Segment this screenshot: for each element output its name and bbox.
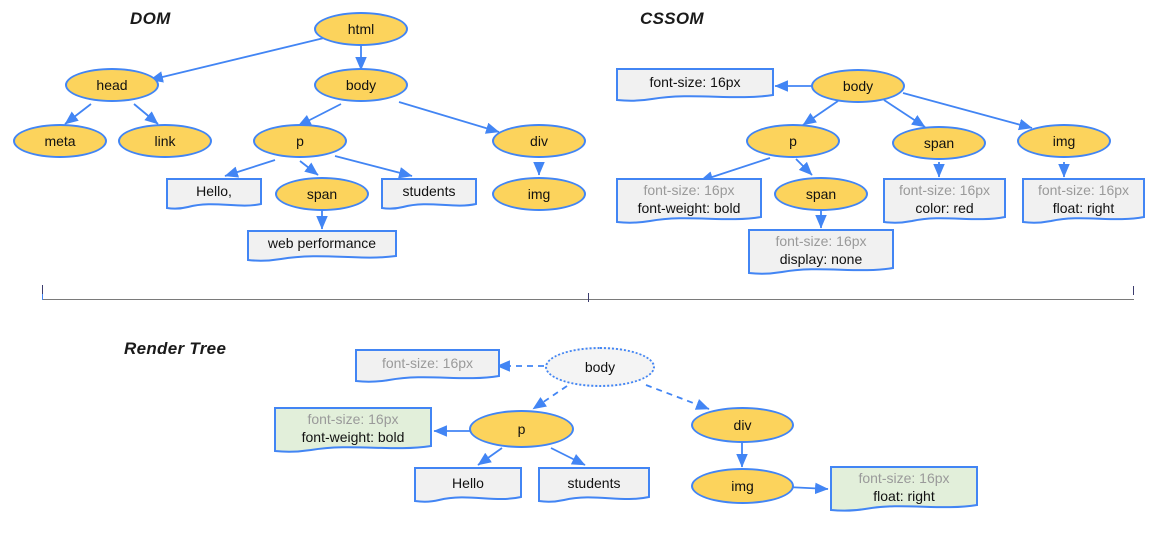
node-label: div xyxy=(530,133,548,149)
dom-node-body[interactable]: body xyxy=(314,68,408,102)
edge-rp-hello xyxy=(477,447,503,466)
section-title-cssom: CSSOM xyxy=(640,9,704,28)
edge-cbody-p xyxy=(802,100,839,126)
render-node-p[interactable]: p xyxy=(469,410,574,448)
node-label: body xyxy=(584,359,616,375)
rule-line-1: font-size: 16px xyxy=(775,233,867,250)
rule-line-2: color: red xyxy=(915,199,974,216)
rule-line-2: float: right xyxy=(1052,199,1115,216)
dom-text-web-performance[interactable]: web performance xyxy=(247,230,397,263)
divider-handle-left-accent[interactable] xyxy=(42,294,43,300)
edge-body-p xyxy=(297,103,342,127)
rule-line-1: font-size: 16px xyxy=(643,182,735,199)
dom-node-div[interactable]: div xyxy=(492,124,586,158)
rule-line-1: font-size: 16px xyxy=(1037,182,1130,199)
rule-line-1: font-size: 16px xyxy=(898,182,991,199)
rule-line-2: font-weight: bold xyxy=(637,199,741,216)
dom-text-hello[interactable]: Hello, xyxy=(166,178,262,211)
cssom-rules-span-1[interactable]: font-size: 16px color: red xyxy=(883,178,1006,226)
node-label: p xyxy=(517,421,526,437)
rule-line-1: font-size: 16px xyxy=(858,470,950,487)
rule-line-2: display: none xyxy=(779,250,863,267)
render-node-img[interactable]: img xyxy=(691,468,794,504)
cssom-node-body[interactable]: body xyxy=(811,69,905,103)
box-label: Hello xyxy=(452,474,484,491)
node-label: p xyxy=(789,133,797,149)
render-rules-img[interactable]: font-size: 16px float: right xyxy=(830,466,978,514)
edge-html-head xyxy=(149,37,325,83)
cssom-rules-body[interactable]: font-size: 16px xyxy=(616,68,774,103)
edge-p-students xyxy=(334,155,413,179)
edge-p-hello xyxy=(224,159,276,178)
divider-handle-left[interactable] xyxy=(42,285,43,294)
node-label: span xyxy=(923,135,955,151)
edge-rbody-p xyxy=(532,385,568,410)
edge-rbody-div xyxy=(645,384,710,410)
node-label: img xyxy=(731,478,754,494)
node-label: head xyxy=(96,77,128,93)
cssom-rules-p[interactable]: font-size: 16px font-weight: bold xyxy=(616,178,762,226)
node-label: link xyxy=(154,133,176,149)
node-label: span xyxy=(306,186,338,202)
dom-node-img[interactable]: img xyxy=(492,177,586,211)
dom-node-p[interactable]: p xyxy=(253,124,347,158)
rule-line-1: font-size: 16px xyxy=(381,355,474,372)
cssom-node-span-1[interactable]: span xyxy=(892,126,986,160)
cssom-rules-span-2[interactable]: font-size: 16px display: none xyxy=(748,229,894,277)
dom-node-link[interactable]: link xyxy=(118,124,212,158)
node-label: div xyxy=(733,417,752,433)
rule-line-1: font-size: 16px xyxy=(307,411,399,428)
edge-rp-students xyxy=(550,447,586,466)
cssom-node-span-2[interactable]: span xyxy=(774,177,868,211)
render-text-hello[interactable]: Hello xyxy=(414,467,522,505)
dom-node-meta[interactable]: meta xyxy=(13,124,107,158)
node-label: meta xyxy=(44,133,76,149)
dom-text-students[interactable]: students xyxy=(381,178,477,211)
dom-node-head[interactable]: head xyxy=(65,68,159,102)
node-label: img xyxy=(527,186,551,202)
cssom-node-img[interactable]: img xyxy=(1017,124,1111,158)
node-label: p xyxy=(296,133,304,149)
render-node-body[interactable]: body xyxy=(545,347,655,387)
node-label: body xyxy=(842,78,874,94)
box-label: Hello, xyxy=(196,183,232,200)
render-rules-body[interactable]: font-size: 16px xyxy=(355,349,500,384)
edge-cbody-span1 xyxy=(883,99,926,128)
section-title-render-tree: Render Tree xyxy=(124,339,227,358)
dom-node-html[interactable]: html xyxy=(314,12,408,46)
edge-head-link xyxy=(133,103,159,125)
node-label: img xyxy=(1052,133,1076,149)
node-label: body xyxy=(345,77,377,93)
section-title-dom: DOM xyxy=(130,9,171,28)
box-label: students xyxy=(402,183,456,200)
edge-head-meta xyxy=(64,103,92,125)
divider-handle-right[interactable] xyxy=(1133,286,1134,295)
node-label: html xyxy=(347,21,375,37)
rule-line-2: float: right xyxy=(873,487,935,504)
edge-p-span xyxy=(299,160,319,176)
dom-node-span[interactable]: span xyxy=(275,177,369,211)
box-label: web performance xyxy=(267,235,377,252)
render-rules-p[interactable]: font-size: 16px font-weight: bold xyxy=(274,407,432,455)
edge-body-div xyxy=(398,101,500,134)
cssom-node-p[interactable]: p xyxy=(746,124,840,158)
edge-cp-span2 xyxy=(795,158,813,176)
divider-handle-center[interactable] xyxy=(588,293,589,302)
node-label: span xyxy=(805,186,837,202)
render-text-students[interactable]: students xyxy=(538,467,650,505)
render-node-div[interactable]: div xyxy=(691,407,794,443)
box-label: students xyxy=(567,474,621,491)
cssom-rules-img[interactable]: font-size: 16px float: right xyxy=(1022,178,1145,226)
rule-line-2: font-weight: bold xyxy=(301,428,405,445)
edge-cbody-img xyxy=(902,92,1033,131)
rule-line-1: font-size: 16px xyxy=(649,74,741,91)
